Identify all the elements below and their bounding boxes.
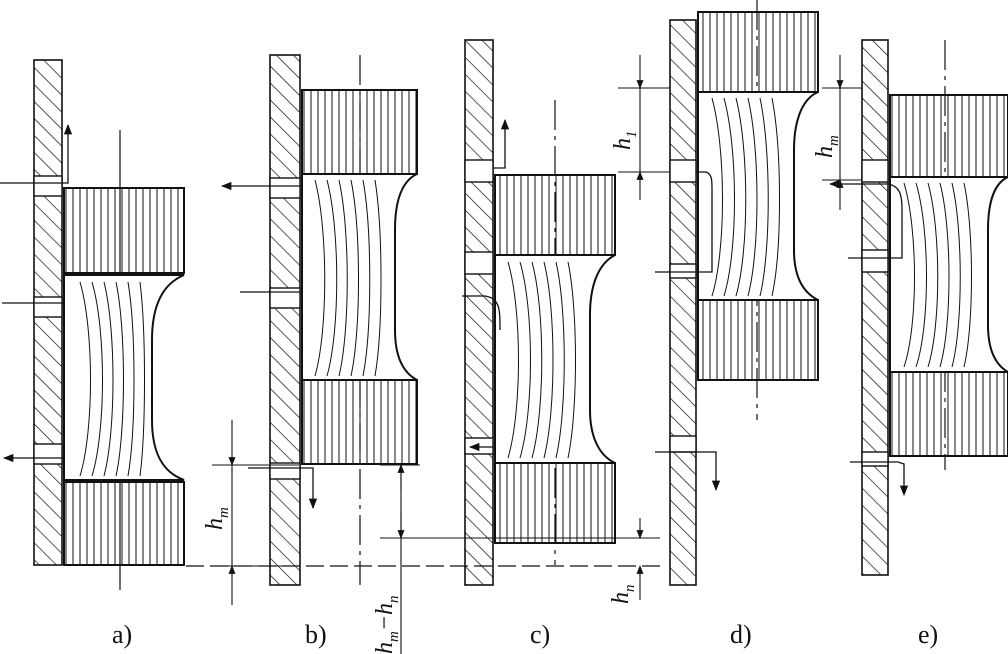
dim-label-hm-e: hm <box>812 135 842 158</box>
dimension-h1-d <box>618 55 670 200</box>
workpiece-b <box>301 173 418 381</box>
dim-label-hm-hn: hm−hn <box>372 595 402 654</box>
panel-label-b: b) <box>305 620 327 649</box>
panel-label-a: a) <box>112 620 132 649</box>
upper-die-c <box>494 174 616 256</box>
panel-c: hm−hn hn c) <box>372 39 660 654</box>
lower-die-a <box>63 481 185 566</box>
wall-e <box>861 39 889 576</box>
dim-label-hm-b: hm <box>202 507 232 530</box>
lower-die-e <box>889 371 1008 457</box>
upper-die-a <box>63 187 185 274</box>
grain-lines-c <box>507 261 576 459</box>
panel-a: a) <box>0 59 185 649</box>
flow-arrows-b <box>220 181 318 510</box>
panel-label-d: d) <box>730 620 752 649</box>
ports-b <box>269 177 301 480</box>
flow-arrows-c <box>462 118 510 452</box>
grain-lines-d <box>711 97 780 297</box>
upper-die-d <box>697 11 819 93</box>
panel-label-c: c) <box>530 620 550 649</box>
wall-d <box>669 19 697 586</box>
grain-lines-a <box>79 281 145 477</box>
wall-c <box>464 39 494 586</box>
upper-die-b <box>301 89 418 175</box>
workpiece-a <box>63 274 185 481</box>
ports-a <box>33 175 63 465</box>
panel-b: hm b) <box>202 54 418 649</box>
workpiece-c <box>494 254 616 464</box>
lower-die-b <box>301 379 418 465</box>
lower-die-d <box>697 299 819 381</box>
dim-label-h1-d: h1 <box>610 131 640 151</box>
dimension-hm-e <box>822 55 862 210</box>
grain-lines-e <box>903 182 972 368</box>
wall-b <box>269 54 301 586</box>
panel-e: hm e) <box>812 39 1008 649</box>
panel-label-e: e) <box>918 620 938 649</box>
panel-d: h1 d) <box>610 0 819 649</box>
ports-d <box>669 159 697 453</box>
flow-arrows-a <box>0 123 73 463</box>
flow-arrows-d <box>655 171 721 492</box>
dim-label-hn-c: hn <box>608 585 638 605</box>
workpiece-d <box>697 91 819 301</box>
dimension-hm-hn-c <box>380 464 660 654</box>
grain-lines-b <box>314 179 382 377</box>
upper-die-e <box>889 94 1008 178</box>
lower-die-c <box>494 462 616 544</box>
